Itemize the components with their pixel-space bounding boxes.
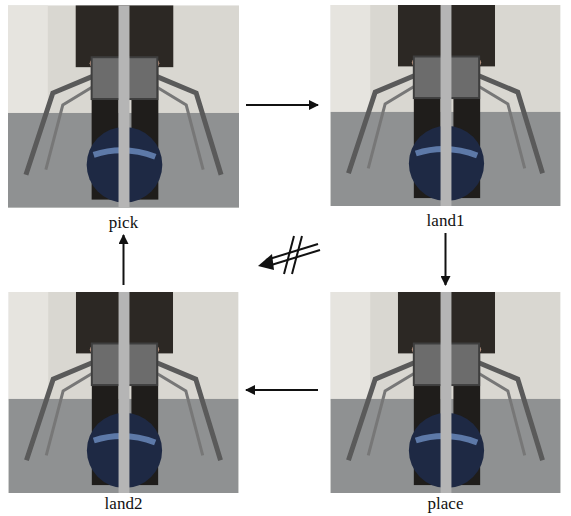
state-label: land1 — [325, 211, 566, 231]
photo-place — [325, 292, 566, 493]
photo-land2 — [8, 292, 239, 493]
photo-pick — [8, 5, 239, 208]
photo-land1 — [325, 5, 566, 206]
state-label: pick — [8, 213, 239, 233]
transition-arrow — [246, 389, 318, 391]
place-photo-node: place — [325, 292, 566, 514]
transition-arrow — [246, 104, 318, 106]
land2-photo-node: land2 — [8, 292, 239, 514]
transition-arrow — [123, 235, 125, 285]
land1-photo-node: land1 — [325, 5, 566, 231]
not-equal-symbol — [252, 226, 328, 280]
pick-photo-node: pick — [8, 5, 239, 233]
state-label: land2 — [8, 494, 239, 514]
transition-arrow — [445, 233, 447, 285]
state-label: place — [325, 494, 566, 514]
